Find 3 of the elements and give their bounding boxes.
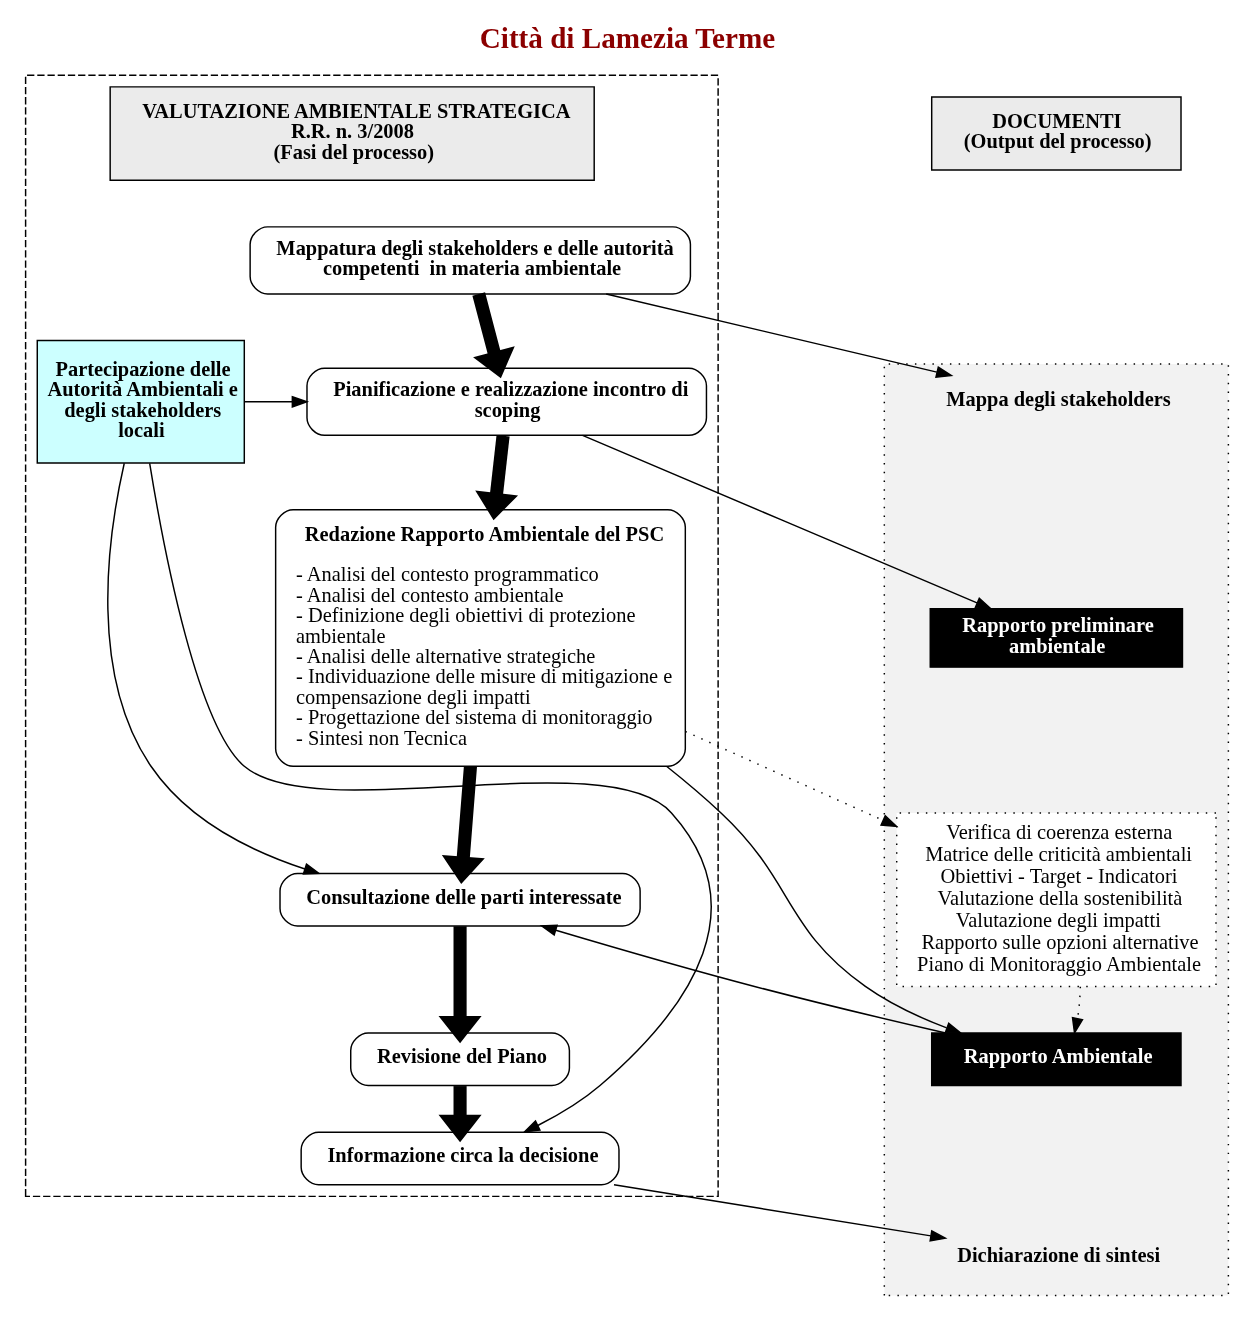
diagram-title: Città di Lamezia Terme bbox=[479, 21, 776, 54]
node-text: Dichiarazione di sintesi bbox=[957, 1243, 1161, 1266]
node-text: Mappa degli stakeholders bbox=[946, 387, 1171, 410]
